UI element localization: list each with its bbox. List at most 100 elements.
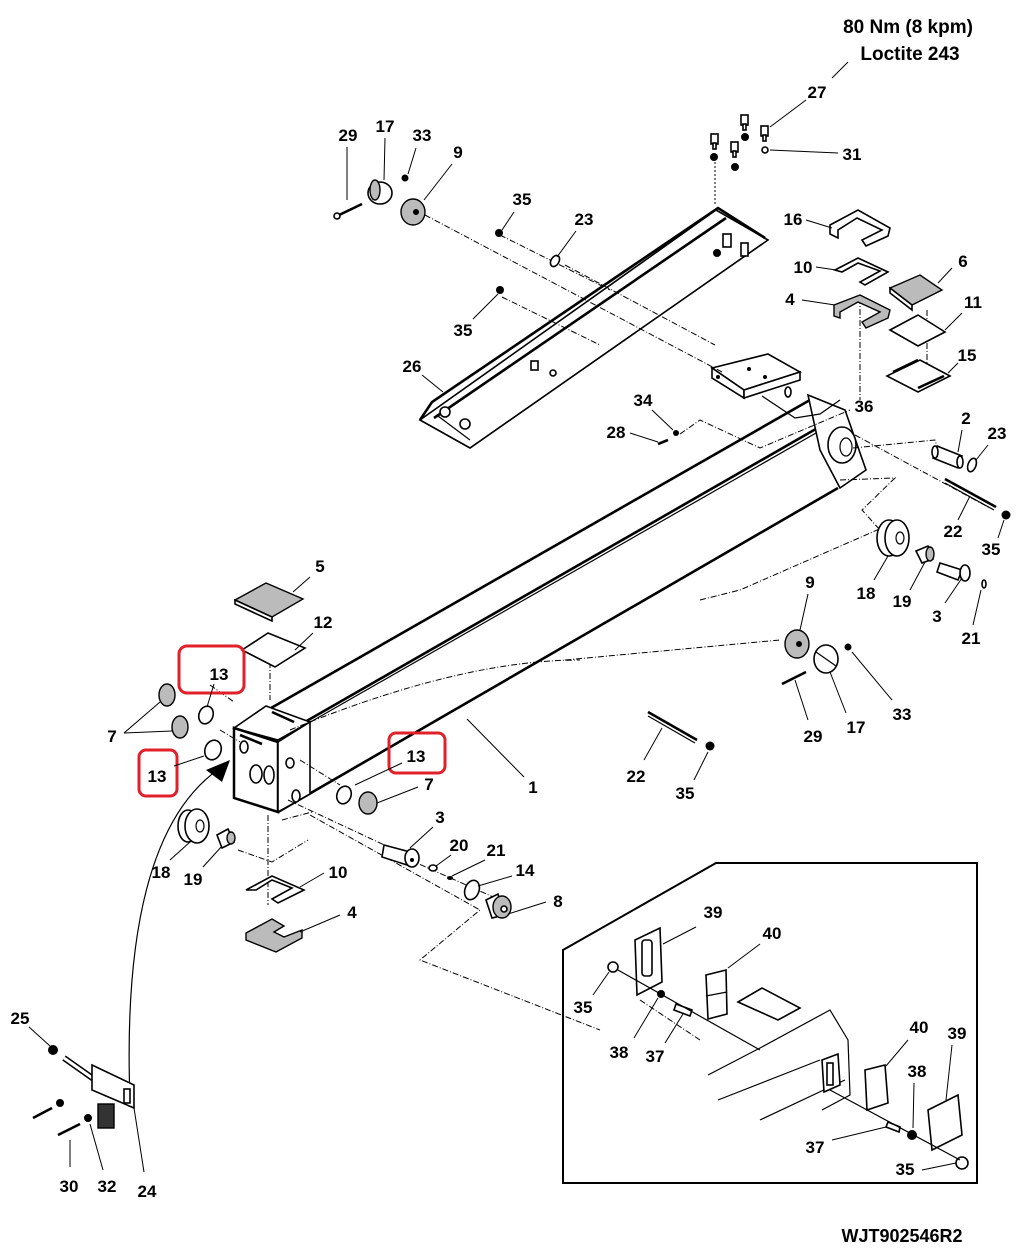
detail-arrow: [128, 760, 230, 1101]
highlight-box-13: [137, 748, 179, 798]
main-beam-1: [232, 353, 867, 814]
bracket-16: [829, 209, 891, 248]
callout-39: 39: [948, 1024, 967, 1043]
torque-note: 80 Nm (8 kpm): [843, 17, 973, 38]
callout-18: 18: [857, 584, 876, 603]
sheave-18-left: [177, 808, 210, 844]
screw-icon: [657, 438, 669, 446]
callout-17: 17: [847, 718, 866, 737]
shim-10-lower: [245, 875, 306, 904]
shim-12: [240, 632, 307, 668]
sprocket-icon: [400, 198, 426, 226]
upper-rail-26: [418, 206, 770, 449]
pad-39-right: [927, 1093, 963, 1152]
lever-24: [62, 1055, 135, 1129]
callout-21: 21: [487, 841, 506, 860]
callout-22: 22: [944, 522, 963, 541]
callout-35: 35: [513, 190, 532, 209]
callout-10: 10: [329, 863, 348, 882]
callout-16: 16: [784, 210, 803, 229]
callout-20: 20: [450, 836, 469, 855]
pin-icon: [333, 202, 363, 220]
sheave-18-right: [876, 519, 910, 557]
callout-36: 36: [855, 397, 874, 416]
callout-9: 9: [805, 573, 814, 592]
callout-32: 32: [98, 1177, 117, 1196]
loctite-note: Loctite 243: [860, 44, 959, 65]
callout-22: 22: [627, 767, 646, 786]
callout-7: 7: [424, 775, 433, 794]
callout-15: 15: [958, 346, 977, 365]
rod-22-lower: [647, 710, 698, 744]
o-ring-13-upper: [197, 705, 215, 725]
callout-29: 29: [339, 126, 358, 145]
bolt-30: [57, 1114, 92, 1137]
shim-11: [888, 314, 947, 347]
roller-icon: [367, 179, 393, 205]
seal-7-right: [358, 791, 378, 815]
callout-35: 35: [574, 998, 593, 1017]
callout-2: 2: [961, 409, 970, 428]
bolt-icon: [740, 114, 749, 131]
bushing-19-right: [914, 544, 935, 564]
callout-13: 13: [407, 747, 426, 766]
callout-35: 35: [454, 321, 473, 340]
callout-34: 34: [634, 391, 653, 410]
callout-19: 19: [184, 870, 203, 889]
inset-detail: [562, 862, 978, 1184]
highlight-box-13: [387, 731, 447, 775]
o-ring-14: [463, 879, 481, 901]
pin-2: [931, 444, 964, 470]
callout-6: 6: [958, 252, 967, 271]
callout-38: 38: [908, 1062, 927, 1081]
callout-40: 40: [763, 924, 782, 943]
drawing-reference-code: WJT902546R2: [841, 1226, 962, 1246]
callout-38: 38: [610, 1043, 629, 1062]
callout-4: 4: [347, 903, 357, 922]
grease-nipple-icon: [981, 579, 987, 589]
callout-19: 19: [893, 592, 912, 611]
callout-31: 31: [843, 145, 862, 164]
callout-29: 29: [804, 727, 823, 746]
note-leader: [831, 61, 849, 79]
callout-35: 35: [676, 784, 695, 803]
callout-4: 4: [785, 290, 795, 309]
callout-25: 25: [11, 1009, 30, 1028]
plate-15: [885, 358, 952, 393]
o-ring-13-lower: [203, 739, 223, 761]
callout-24: 24: [138, 1182, 157, 1201]
callout-30: 30: [60, 1177, 79, 1196]
callout-35: 35: [896, 1160, 915, 1179]
callout-26: 26: [403, 357, 422, 376]
callout-39: 39: [704, 903, 723, 922]
plug-8: [485, 892, 512, 919]
callout-33: 33: [413, 126, 432, 145]
callout-40: 40: [910, 1018, 929, 1037]
wheel-group-upper: [333, 174, 426, 226]
callout-8: 8: [553, 892, 562, 911]
grease-nipple-20: [428, 864, 438, 872]
callout-10: 10: [794, 258, 813, 277]
o-ring-icon: [549, 254, 561, 268]
wear-pad-4-lower: [245, 918, 303, 953]
block-40-left: [705, 968, 728, 1021]
seal-7-lower: [171, 715, 189, 739]
o-ring-13-right: [335, 785, 353, 805]
callout-18: 18: [152, 863, 171, 882]
shim-10-upper: [832, 257, 890, 286]
rod-22-upper: [944, 477, 997, 511]
assembly-center-lines: [209, 214, 991, 1041]
callout-7: 7: [107, 727, 116, 746]
bolt-group-27: [710, 114, 769, 205]
callout-35: 35: [982, 540, 1001, 559]
callout-33: 33: [893, 705, 912, 724]
callout-1: 1: [528, 778, 537, 797]
callout-5: 5: [315, 557, 324, 576]
pad-39-left: [634, 926, 663, 997]
callout-37: 37: [806, 1138, 825, 1157]
pin-3-right: [935, 561, 971, 582]
grease-nipple-21: [447, 876, 453, 880]
wear-pad-4-upper: [833, 294, 891, 329]
pad-6: [888, 274, 944, 312]
